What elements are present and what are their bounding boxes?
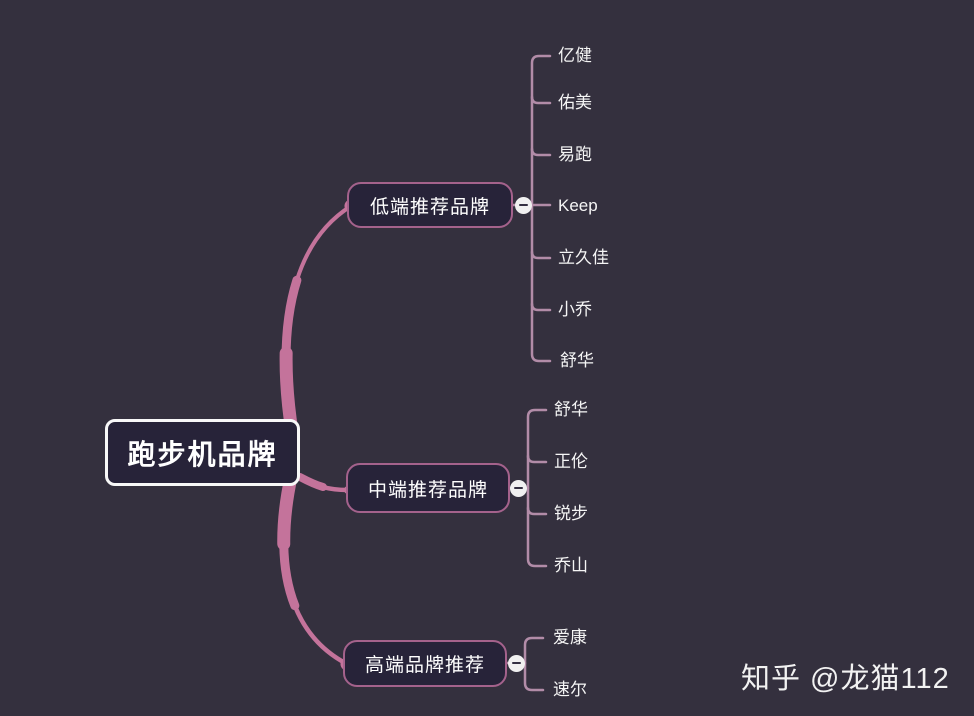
child-connector-lines: [505, 54, 552, 692]
leaf-topic[interactable]: Keep: [558, 196, 598, 215]
minus-icon: [519, 203, 528, 207]
leaf-topic[interactable]: 小乔: [558, 300, 592, 319]
root-topic[interactable]: 跑步机品牌: [105, 419, 300, 486]
branch-node-label: 高端品牌推荐: [364, 655, 485, 676]
main-branch-curves: [277, 199, 358, 671]
minus-icon: [513, 486, 523, 490]
collapse-button-low-end[interactable]: [515, 196, 532, 214]
leaf-topic[interactable]: 正伦: [554, 452, 588, 471]
collapse-button-high-end[interactable]: [507, 654, 525, 672]
minus-icon: [511, 661, 521, 665]
branch-node-high-end[interactable]: 高端品牌推荐: [343, 640, 507, 687]
leaf-topic[interactable]: 立久佳: [558, 248, 609, 267]
root-topic-label: 跑步机品牌: [127, 438, 278, 470]
leaf-topic[interactable]: 乔山: [554, 556, 588, 575]
leaf-topic[interactable]: 锐步: [554, 504, 588, 523]
branch-node-low-end[interactable]: 低端推荐品牌: [347, 182, 513, 228]
branch-node-label: 中端推荐品牌: [367, 479, 488, 501]
branch-node-mid-end[interactable]: 中端推荐品牌: [346, 463, 510, 513]
watermark: 知乎 @龙猫112: [741, 663, 950, 695]
leaf-topic[interactable]: 亿健: [558, 46, 592, 65]
branch-node-label: 低端推荐品牌: [369, 196, 490, 218]
leaf-topic[interactable]: 舒华: [554, 400, 588, 419]
collapse-button-mid-end[interactable]: [509, 479, 527, 497]
leaf-topic[interactable]: 佑美: [558, 93, 592, 112]
leaf-topic[interactable]: 速尔: [553, 680, 587, 699]
leaf-topic[interactable]: 易跑: [558, 145, 592, 164]
leaf-topic[interactable]: 爱康: [553, 628, 587, 647]
leaf-topic[interactable]: 舒华: [560, 351, 594, 370]
